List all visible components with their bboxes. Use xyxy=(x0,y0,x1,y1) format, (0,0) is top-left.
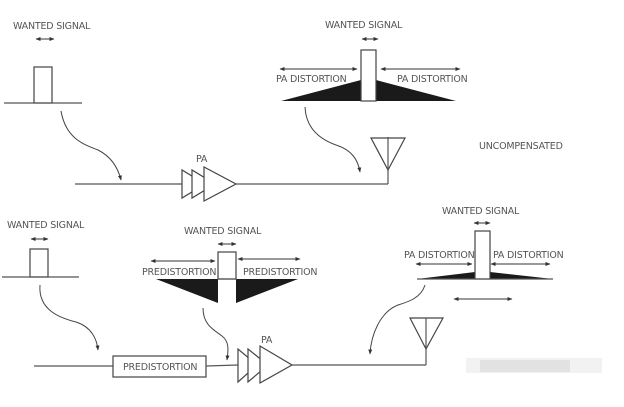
predistortion-right-shape xyxy=(236,279,298,303)
amp-triangle xyxy=(203,166,238,202)
flow-arrow-output xyxy=(304,106,362,173)
pa-distortion-left-label: PA DISTORTION xyxy=(276,74,347,85)
pa-amplifier-bottom: PA xyxy=(237,335,294,385)
pa-label: PA xyxy=(196,154,208,165)
wanted-signal-pulse xyxy=(360,49,377,102)
watermark-blur xyxy=(466,358,602,373)
wanted-signal-pulse xyxy=(33,66,53,104)
predistorted-spectrum: WANTED SIGNAL PREDISTORTION PREDISTORTIO… xyxy=(142,226,318,303)
antenna-icon xyxy=(409,317,445,351)
flow-arrow-output xyxy=(368,284,426,355)
wanted-signal-label: WANTED SIGNAL xyxy=(184,226,262,237)
predistortion-left-shape xyxy=(156,279,218,303)
output-spectrum-bottom: WANTED SIGNAL PA DISTORTION PA DISTORTIO… xyxy=(404,206,564,301)
antenna-icon xyxy=(370,137,406,172)
wanted-signal-label: WANTED SIGNAL xyxy=(13,21,91,32)
flow-arrow-input xyxy=(39,284,100,351)
uncompensated-title: UNCOMPENSATED xyxy=(479,141,563,152)
wanted-signal-label: WANTED SIGNAL xyxy=(7,220,85,231)
signal-line-mid xyxy=(205,364,239,367)
wanted-signal-label: WANTED SIGNAL xyxy=(325,20,403,31)
distortion-left-shape xyxy=(281,80,361,101)
distortion-right-shape xyxy=(376,80,456,101)
wanted-signal-label: WANTED SIGNAL xyxy=(442,206,520,217)
compensated-section: WANTED SIGNAL WANTED SIGNAL PREDISTORTIO… xyxy=(2,206,564,385)
predistortion-right-label: PREDISTORTION xyxy=(243,267,317,278)
pa-distortion-right-label: PA DISTORTION xyxy=(397,74,468,85)
flow-arrow-input xyxy=(60,110,122,181)
pa-label: PA xyxy=(261,335,273,346)
wanted-signal-pulse xyxy=(29,248,49,278)
wanted-signal-pulse xyxy=(474,230,491,280)
distortion-right-shape xyxy=(490,272,553,279)
predistortion-left-label: PREDISTORTION xyxy=(142,267,216,278)
output-spectrum-top: WANTED SIGNAL PA DISTORTION PA DISTORTIO… xyxy=(276,20,468,102)
amp-triangle xyxy=(247,347,269,384)
input-spectrum-top: WANTED SIGNAL xyxy=(4,21,91,104)
pa-amplifier-top: PA xyxy=(181,154,238,202)
uncompensated-section: WANTED SIGNAL PA WANTED SIGNAL PA DISTOR… xyxy=(4,20,563,202)
predistortion-block-label: PREDISTORTION xyxy=(123,362,197,373)
predistortion-block: PREDISTORTION xyxy=(112,355,207,378)
wanted-signal-pulse xyxy=(217,251,237,280)
pa-distortion-right-label: PA DISTORTION xyxy=(493,250,564,261)
input-spectrum-bottom: WANTED SIGNAL xyxy=(2,220,85,278)
pa-distortion-left-label: PA DISTORTION xyxy=(404,250,475,261)
distortion-left-shape xyxy=(417,272,475,279)
amp-triangle xyxy=(259,344,294,385)
flow-arrow-predistortion xyxy=(202,307,230,361)
